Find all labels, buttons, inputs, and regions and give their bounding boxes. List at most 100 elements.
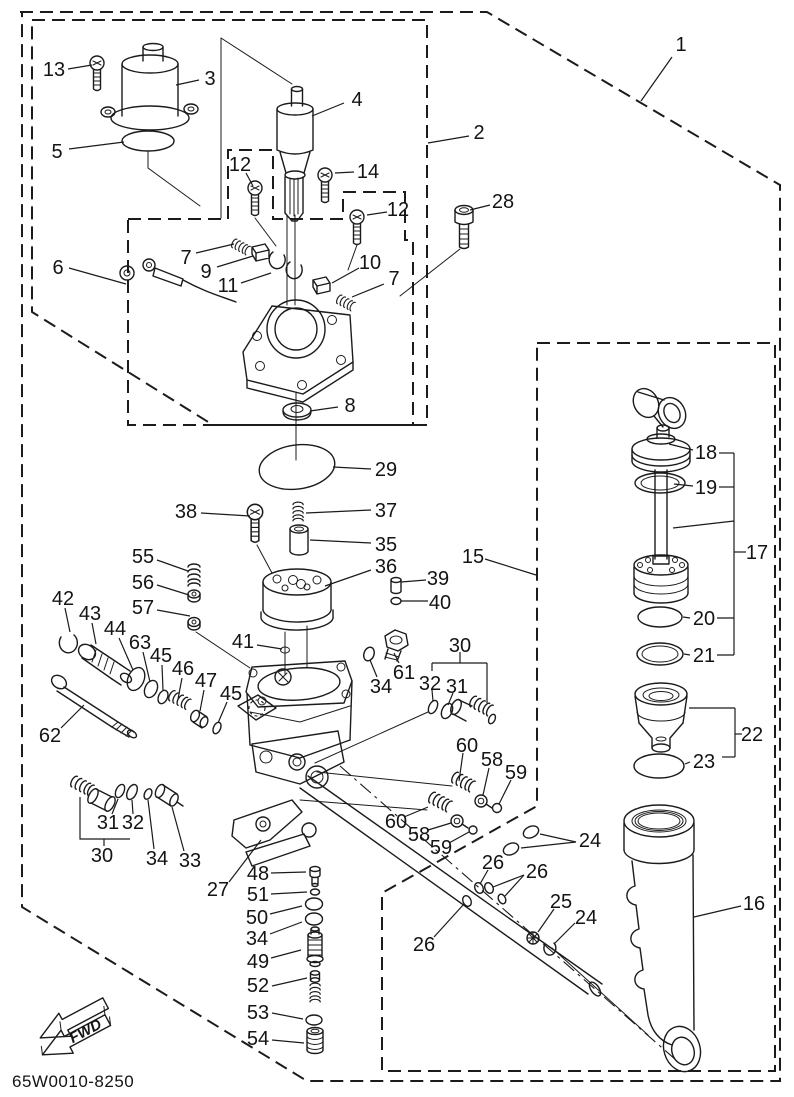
motor-oring-5 xyxy=(121,130,175,152)
leader-line-1 xyxy=(640,56,673,102)
part-callout-10: 10 xyxy=(359,252,381,274)
leader-line-58 xyxy=(482,767,490,796)
oring-41 xyxy=(280,646,290,654)
leader-line-52 xyxy=(271,977,308,987)
part-callout-14: 14 xyxy=(357,161,379,183)
valve-49 xyxy=(306,926,324,968)
oring-40 xyxy=(390,596,402,606)
leader-line-41 xyxy=(256,644,283,650)
nut-57 xyxy=(187,616,201,631)
part-callout-58: 58 xyxy=(408,824,430,846)
leader-line-36 xyxy=(324,569,372,587)
part-callout-38: 38 xyxy=(175,501,197,523)
part-callout-11: 11 xyxy=(218,275,239,297)
leader-line-23 xyxy=(684,761,691,765)
part-callout-32: 32 xyxy=(122,812,144,834)
brush-holder-11 xyxy=(268,251,303,280)
leader-line-12 xyxy=(245,172,254,187)
motor-group-drawing xyxy=(89,37,474,491)
leader-line-63 xyxy=(142,651,151,683)
part-callout-19: 19 xyxy=(695,477,717,499)
leader-line-37 xyxy=(305,509,372,514)
tilt-tube xyxy=(299,765,677,1061)
leader-line-8 xyxy=(309,406,339,412)
oring-34b xyxy=(363,646,375,662)
leader-line-6 xyxy=(68,267,127,285)
lead-wire xyxy=(119,258,237,303)
gear-pump-36 xyxy=(260,568,334,631)
part-callout-13: 13 xyxy=(43,59,65,81)
part-callout-18: 18 xyxy=(695,442,717,464)
part-callout-25: 25 xyxy=(550,891,572,913)
leader-line-54 xyxy=(271,1039,305,1044)
leader-line-44 xyxy=(118,637,134,671)
leader-line-4 xyxy=(311,102,345,117)
part-callout-3: 3 xyxy=(204,68,215,90)
part-callout-34: 34 xyxy=(246,928,268,950)
leader-line-24 xyxy=(539,833,577,843)
tilt-motor xyxy=(100,42,199,131)
leader-line-45 xyxy=(217,701,228,724)
part-callout-34: 34 xyxy=(146,848,168,870)
part-callout-30: 30 xyxy=(91,845,113,867)
free-piston-22 xyxy=(634,682,688,753)
leader-line-51 xyxy=(270,891,308,895)
gasket-29 xyxy=(258,443,336,491)
motor-group-border xyxy=(31,19,428,426)
part-callout-4: 4 xyxy=(351,89,362,111)
part-callout-39: 39 xyxy=(427,568,449,590)
leader-line-60 xyxy=(403,806,429,818)
part-callout-16: 16 xyxy=(743,893,765,915)
part-callout-61: 61 xyxy=(393,662,415,684)
fwd-arrow: FWD xyxy=(39,997,112,1056)
part-callout-15: 15 xyxy=(462,546,484,568)
relief-valve-left xyxy=(68,774,184,813)
leader-line-39 xyxy=(400,579,427,583)
group-borders xyxy=(20,11,781,1082)
part-callout-60: 60 xyxy=(385,811,407,833)
leader-line-25 xyxy=(537,908,555,933)
part-callout-34: 34 xyxy=(370,676,392,698)
plug-54 xyxy=(306,1026,324,1055)
leader-line-16 xyxy=(693,905,742,918)
spring-60b xyxy=(426,790,453,813)
ball-59a xyxy=(491,802,503,814)
leader-line-10 xyxy=(331,267,360,284)
part-callout-31: 31 xyxy=(97,812,119,834)
leader-line-26 xyxy=(479,869,489,885)
leader-line-3 xyxy=(175,79,200,86)
part-callout-37: 37 xyxy=(375,500,397,522)
part-callout-28: 28 xyxy=(492,191,514,213)
part-callout-35: 35 xyxy=(375,534,397,556)
leader-line-46 xyxy=(177,677,183,700)
leader-line-55 xyxy=(156,559,189,572)
screw-58a xyxy=(474,794,493,809)
valve-stack-parts xyxy=(304,865,324,1055)
spring-37 xyxy=(292,501,304,522)
part-callout-32: 32 xyxy=(419,673,441,695)
leader-line-47 xyxy=(199,689,205,712)
spring-52 xyxy=(309,970,321,1003)
part-callout-54: 54 xyxy=(247,1028,269,1050)
part-callout-12: 12 xyxy=(229,154,251,176)
leader-line-26 xyxy=(504,874,525,897)
screw-12a xyxy=(247,180,263,217)
leader-line-21 xyxy=(683,653,691,656)
part-callout-59: 59 xyxy=(430,837,452,859)
leader-line-34 xyxy=(269,921,303,935)
screw-12b xyxy=(349,209,365,246)
leader-line-9 xyxy=(216,255,254,268)
part-callout-58: 58 xyxy=(481,749,503,771)
bushing-35 xyxy=(289,524,309,556)
part-callout-31: 31 xyxy=(446,676,468,698)
screw-14 xyxy=(317,167,333,204)
part-callout-49: 49 xyxy=(247,951,269,973)
oring-44 xyxy=(126,666,146,692)
part-callout-27: 27 xyxy=(207,879,229,901)
relief-valve-right xyxy=(427,694,497,725)
leader-line-15 xyxy=(484,558,537,576)
brush-9 xyxy=(251,243,270,262)
leader-line-19 xyxy=(673,483,694,487)
leader-line-24 xyxy=(553,922,576,945)
leader-line-30 xyxy=(79,797,130,840)
